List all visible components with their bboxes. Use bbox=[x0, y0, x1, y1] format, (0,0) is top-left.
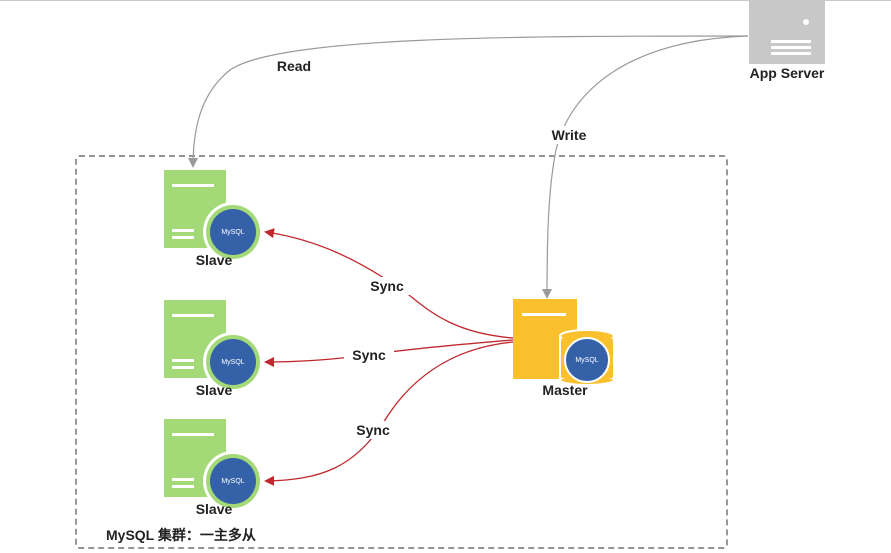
node-slave-3: MySQL Slave bbox=[164, 419, 263, 517]
slave-2-label: Slave bbox=[196, 382, 233, 398]
mysql-server-icon: MySQL bbox=[164, 170, 263, 262]
app-server-label: App Server bbox=[750, 65, 825, 81]
slave-1-label: Slave bbox=[196, 252, 233, 268]
server-icon bbox=[749, 0, 825, 64]
svg-text:MySQL: MySQL bbox=[221, 478, 244, 485]
svg-text:MySQL: MySQL bbox=[221, 359, 244, 366]
master-label: Master bbox=[542, 382, 588, 398]
mysql-server-icon: MySQL bbox=[164, 419, 263, 511]
edge-read-label: Read bbox=[277, 58, 311, 74]
edge-write-label: Write bbox=[552, 127, 587, 143]
edge-write: Write bbox=[541, 35, 749, 299]
node-master: MySQL Master bbox=[513, 299, 615, 398]
edge-sync-2: Sync bbox=[264, 339, 514, 367]
mysql-cluster: MySQL 集群：一主多从 bbox=[75, 155, 728, 549]
top-divider bbox=[0, 0, 891, 1]
svg-text:MySQL: MySQL bbox=[221, 229, 244, 236]
node-slave-2: MySQL Slave bbox=[164, 300, 263, 398]
mysql-server-icon: MySQL bbox=[164, 300, 263, 392]
mysql-database-icon: MySQL bbox=[513, 299, 615, 386]
node-slave-1: MySQL Slave bbox=[164, 170, 263, 268]
node-app-server: App Server bbox=[749, 0, 825, 81]
edge-sync-2-label: Sync bbox=[352, 347, 386, 363]
edge-sync-1-label: Sync bbox=[370, 278, 404, 294]
cluster-label: MySQL 集群：一主多从 bbox=[106, 527, 256, 543]
edge-read: Read bbox=[188, 35, 749, 168]
edge-sync-1: Sync bbox=[264, 228, 514, 339]
slave-3-label: Slave bbox=[196, 501, 233, 517]
svg-text:MySQL: MySQL bbox=[575, 357, 598, 364]
edge-sync-3: Sync bbox=[264, 341, 514, 486]
edge-sync-3-label: Sync bbox=[356, 422, 390, 438]
